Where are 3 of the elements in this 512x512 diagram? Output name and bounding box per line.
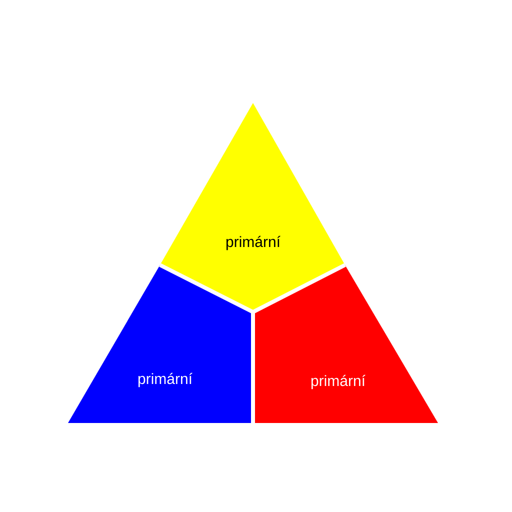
triangle-segment: primární xyxy=(160,103,345,312)
triangle-segment: primární xyxy=(253,265,438,423)
triangle-segment: primární xyxy=(68,265,253,423)
